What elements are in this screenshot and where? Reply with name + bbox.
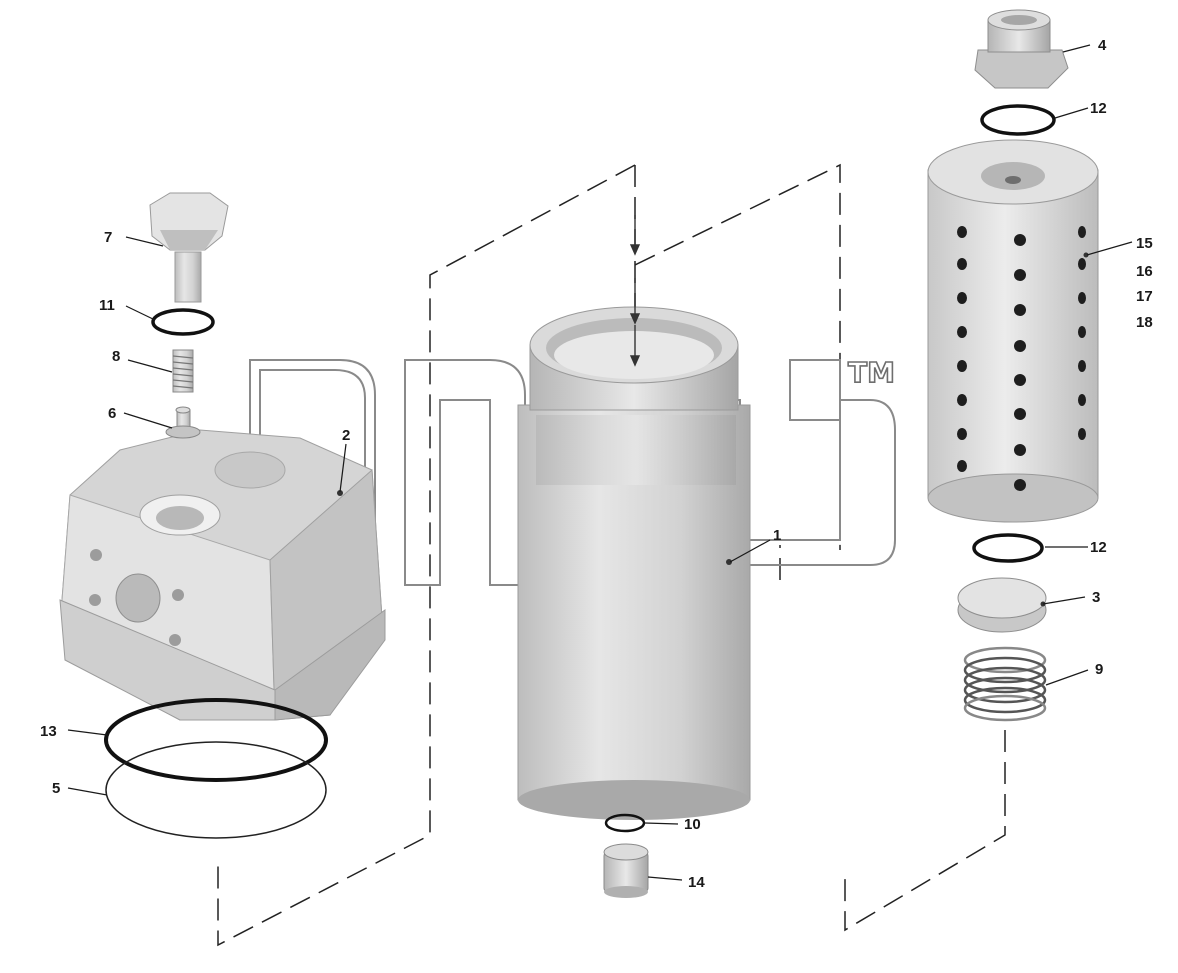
callout-4: 4 bbox=[1098, 37, 1107, 54]
callout-12-bottom: 12 bbox=[1090, 539, 1107, 556]
callout-2: 2 bbox=[342, 427, 350, 444]
flow-arrow bbox=[629, 215, 641, 367]
callout-10: 10 bbox=[684, 816, 701, 833]
part-7-bolt bbox=[149, 192, 229, 303]
part-11-o-ring bbox=[151, 308, 215, 336]
part-13-seal-ring bbox=[104, 698, 328, 782]
callout-17: 17 bbox=[1136, 288, 1153, 305]
callout-18: 18 bbox=[1136, 314, 1153, 331]
part-12-o-ring-top bbox=[980, 104, 1056, 136]
leader-lines bbox=[67, 44, 1133, 881]
part-1-filter-bowl bbox=[517, 306, 751, 820]
part-5-gasket bbox=[105, 741, 327, 839]
callout-labels: 7 11 8 6 2 1 4 12 15 16 17 18 12 3 9 13 … bbox=[40, 37, 1153, 891]
callout-11: 11 bbox=[99, 297, 115, 314]
part-3-end-cap bbox=[957, 577, 1047, 633]
callout-14: 14 bbox=[688, 874, 705, 891]
callout-13: 13 bbox=[40, 723, 57, 740]
callout-12-top: 12 bbox=[1090, 100, 1107, 117]
callout-15: 15 bbox=[1136, 235, 1153, 252]
callout-7: 7 bbox=[104, 229, 112, 246]
part-14-drain-plug bbox=[603, 843, 649, 898]
callout-6: 6 bbox=[108, 405, 116, 422]
part-12-o-ring-bottom bbox=[972, 533, 1044, 563]
part-2-filter-head bbox=[59, 406, 386, 721]
callout-8: 8 bbox=[112, 348, 120, 365]
trademark-symbol: TM bbox=[848, 356, 895, 389]
part-10-o-ring bbox=[604, 813, 646, 833]
part-15-filter-element bbox=[927, 139, 1099, 523]
callout-3: 3 bbox=[1092, 589, 1100, 606]
part-8-threaded-pin bbox=[172, 349, 194, 393]
callout-9: 9 bbox=[1095, 661, 1103, 678]
part-9-spring bbox=[963, 646, 1047, 722]
part-4-top-fitting bbox=[974, 9, 1069, 89]
callout-1: 1 bbox=[773, 527, 781, 544]
callout-16: 16 bbox=[1136, 263, 1153, 280]
callout-5: 5 bbox=[52, 780, 60, 797]
